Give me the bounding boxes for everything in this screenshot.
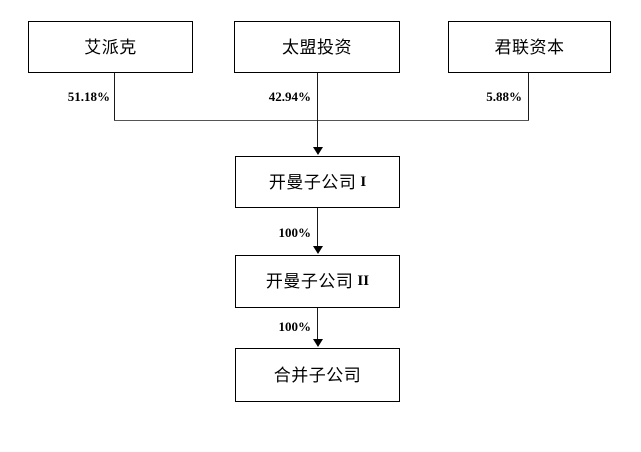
node-roman-numeral: II [357, 273, 370, 289]
node-label: 开曼子公司 [265, 272, 354, 291]
connector-aipake-drop [114, 73, 115, 121]
node-subsidiary-cayman-2: 开曼子公司 II [235, 255, 400, 308]
node-roman-numeral: I [360, 173, 367, 190]
percent-label-taimeng: 42.94% [268, 89, 311, 104]
node-label: 合并子公司 [273, 365, 362, 385]
node-shareholder-aipake: 艾派克 [28, 21, 193, 73]
node-shareholder-taimeng: 太盟投资 [234, 21, 400, 73]
percent-label-cayman1-to-cayman2: 100% [278, 225, 312, 240]
percent-label-junlian: 5.88% [486, 89, 522, 104]
node-label: 太盟投资 [282, 37, 352, 57]
connector-taimeng-drop [317, 73, 318, 121]
node-subsidiary-cayman-1: 开曼子公司 I [235, 156, 400, 208]
arrow-head-cayman2 [313, 246, 323, 254]
arrow-head-cayman1 [313, 147, 323, 155]
node-shareholder-junlian: 君联资本 [448, 21, 611, 73]
node-label: 君联资本 [494, 37, 565, 57]
connector-cayman1-to-cayman2 [317, 208, 318, 247]
connector-junlian-drop [528, 73, 529, 121]
connector-cayman2-to-merged [317, 308, 318, 340]
percent-label-aipake: 51.18% [67, 89, 110, 104]
node-label: 开曼子公司 [268, 172, 357, 192]
connector-bus-to-cayman1 [317, 120, 318, 148]
arrow-head-merged [313, 339, 323, 347]
node-subsidiary-merged: 合并子公司 [235, 348, 400, 402]
node-label: 艾派克 [84, 37, 137, 57]
percent-label-cayman2-to-merged: 100% [278, 319, 312, 334]
connector-horizontal-bus [114, 120, 529, 121]
